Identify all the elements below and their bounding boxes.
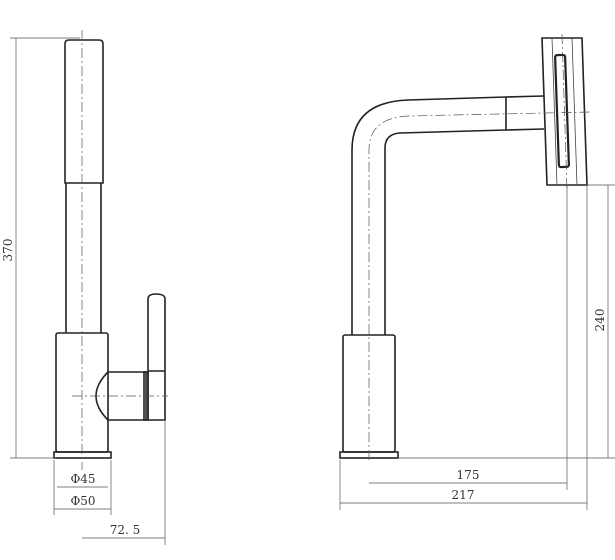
inner-diameter-label: Φ45 (70, 472, 95, 486)
handle-lever (147, 293, 166, 421)
front-view: 370 Φ45 Φ50 72. 5 (1, 30, 168, 545)
spout-upper-tube (64, 39, 104, 184)
spout-reach-label: 175 (457, 468, 480, 482)
spout-connector (505, 95, 545, 131)
spray-head-slot (554, 53, 570, 169)
spout-lower-tube (65, 183, 102, 333)
spout-curved-tube (351, 96, 507, 335)
head-center-line (561, 33, 568, 191)
outer-diameter-label: Φ50 (70, 494, 95, 508)
faucet-base (53, 451, 112, 459)
spray-head-inner (551, 37, 578, 186)
handle-reach-label: 72. 5 (110, 523, 141, 537)
side-center-line (368, 111, 591, 460)
side-view: 240 175 217 (339, 33, 615, 510)
spout-height-label: 240 (593, 309, 607, 332)
height-label: 370 (1, 239, 15, 262)
total-reach-label: 217 (452, 488, 475, 502)
